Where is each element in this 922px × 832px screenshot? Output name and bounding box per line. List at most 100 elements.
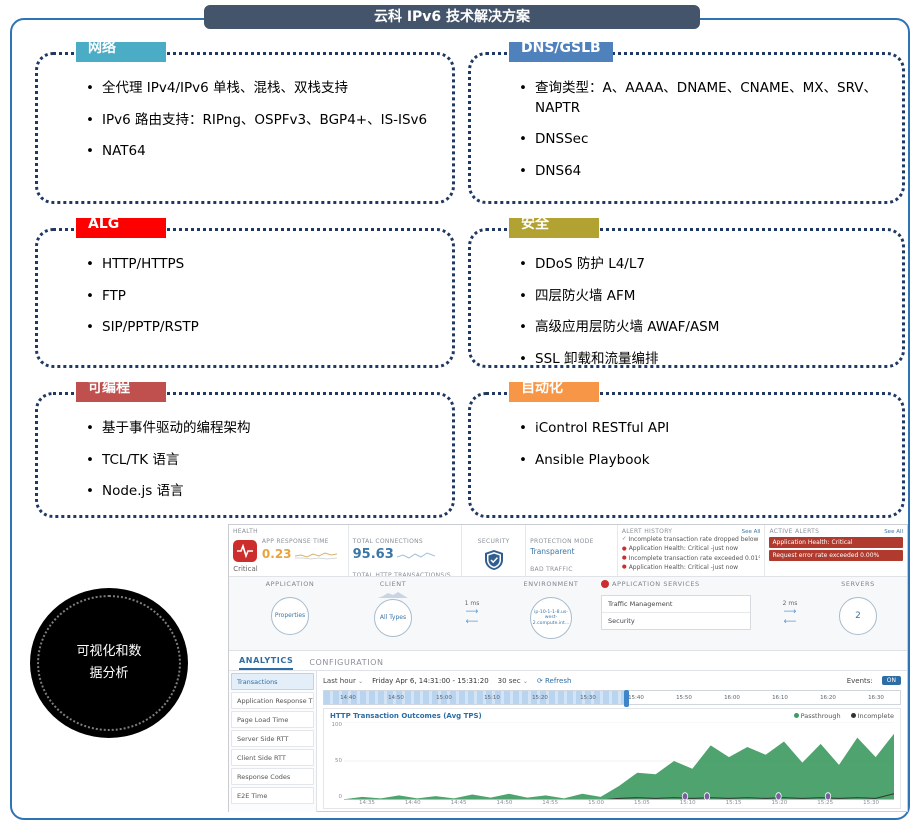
feature-item: 四层防火墙 AFM (519, 287, 882, 307)
tps-area-chart[interactable] (344, 722, 894, 800)
feature-box-dns-gslb: DNS/GSLB 查询类型：A、AAAA、DNAME、CNAME、MX、SRV、… (468, 42, 905, 204)
legend-passthrough[interactable]: Passthrough (793, 712, 841, 720)
time-range-select[interactable]: Last hour ⌄ (323, 676, 364, 685)
feature-box-alg-tab: ALG (76, 218, 166, 238)
alert-history-text: Application Health: Critical -just now (628, 563, 739, 571)
x-tick: 15:15 (725, 800, 742, 806)
topology-services: APPLICATION SERVICES Traffic Management … (601, 580, 761, 647)
timeline-handle[interactable] (623, 690, 629, 707)
slide-title: 云科 IPv6 技术解决方案 (204, 5, 700, 29)
feature-box-automation: 自动化 iControl RESTful API Ansible Playboo… (468, 382, 905, 518)
sidebar-item-server-side-rtt[interactable]: Server Side RTT (231, 730, 314, 747)
feature-item: Ansible Playbook (519, 451, 882, 471)
client-label: CLIENT (379, 580, 407, 588)
sidebar-item-transactions[interactable]: Transactions (231, 673, 314, 690)
tab-configuration[interactable]: CONFIGURATION (309, 658, 384, 667)
timeline-tick: 16:10 (772, 695, 788, 701)
events-toggle[interactable]: ON (881, 676, 901, 685)
sidebar-item-e2e-time[interactable]: E2E Time (231, 787, 314, 804)
arrow-right-icon: ⟶ (465, 607, 479, 617)
servers-label: SERVERS (841, 580, 875, 588)
analytics-body: Transactions Application Response Time P… (229, 671, 907, 812)
services-panel: Traffic Management Security (601, 595, 751, 630)
feature-item: SSL 卸载和流量编排 (519, 350, 882, 370)
feature-item: DNSSec (519, 130, 882, 150)
feature-box-label: 网络 (88, 42, 116, 56)
health-block: HEALTH Critical (233, 528, 258, 573)
feature-box-programmable-tab: 可编程 (76, 382, 166, 402)
timeline-tick: 14:50 (388, 695, 404, 701)
dashboard-tabs: ANALYTICS CONFIGURATION (229, 651, 907, 671)
timeline-tick: 15:50 (676, 695, 692, 701)
dot-icon: ● (621, 564, 627, 571)
analytics-controls: Last hour ⌄ Friday Apr 6, 14:31:00 - 15:… (323, 673, 901, 688)
legend-incomplete[interactable]: Incomplete (850, 712, 894, 720)
tps-chart-panel: HTTP Transaction Outcomes (Avg TPS) Pass… (323, 708, 901, 809)
timeline-tick: 16:30 (868, 695, 884, 701)
x-tick: 15:00 (588, 800, 604, 806)
topology-environment: ENVIRONMENT ip-10-1-1-8.us-west-2.comput… (501, 580, 601, 647)
feature-box-label: ALG (88, 218, 120, 232)
topology-client: CLIENT All Types (343, 580, 443, 647)
alert-history-see-all-link[interactable]: See All (741, 528, 761, 535)
feature-list: DDoS 防护 L4/L7 四层防火墙 AFM 高级应用层防火墙 AWAF/AS… (471, 255, 902, 369)
feature-item: SIP/PPTP/RSTP (86, 318, 432, 338)
sidebar-item-client-side-rtt[interactable]: Client Side RTT (231, 749, 314, 766)
connections-section: TOTAL CONNECTIONS 95.63 TOTAL HTTP TRANS… (349, 525, 463, 576)
active-alert-banner: Request error rate exceeded 0.00% (769, 550, 904, 561)
shield-icon (466, 549, 521, 575)
alert-history-item: ● Application Health: Critical -just now (622, 563, 761, 572)
health-pulse-icon (233, 540, 258, 562)
feature-list: 基于事件驱动的编程架构 TCL/TK 语言 Node.js 语言 (38, 419, 452, 502)
service-row-traffic-management[interactable]: Traffic Management (608, 600, 673, 608)
y-tick: 0 (338, 794, 343, 800)
x-tick: 15:10 (679, 800, 696, 806)
timeline-tick: 14:40 (340, 695, 356, 701)
protection-section: PROTECTION MODE Transparent BAD TRAFFIC … (526, 525, 618, 576)
analytics-dashboard: HEALTH Critical APP RESPONSE TIME 0.23 T… (228, 524, 908, 812)
sidebar-item-page-load-time[interactable]: Page Load Time (231, 711, 314, 728)
tab-analytics[interactable]: ANALYTICS (239, 656, 294, 670)
y-tick: 50 (335, 758, 342, 764)
feature-box-label: 可编程 (88, 382, 130, 396)
application-node[interactable]: Properties (271, 597, 309, 635)
services-server-latency: 2 ms ⟶ ⟵ (761, 580, 819, 647)
timeline-tick: 15:40 (628, 695, 644, 701)
client-env-latency: 1 ms ⟶ ⟵ (443, 580, 501, 647)
chevron-down-icon: ⌄ (358, 677, 364, 685)
interval-select[interactable]: 30 sec ⌄ (497, 676, 528, 685)
latency-value: 2 ms (782, 600, 798, 607)
active-alerts-see-all-link[interactable]: See All (884, 528, 904, 535)
feature-box-alg: ALG HTTP/HTTPS FTP SIP/PPTP/RSTP (35, 218, 455, 368)
sidebar-item-response-codes[interactable]: Response Codes (231, 768, 314, 785)
chart-legend: Passthrough Incomplete (793, 712, 894, 720)
dot-icon: ● (621, 554, 627, 561)
timeline-tick: 15:20 (532, 695, 548, 701)
x-tick: 14:40 (404, 800, 421, 806)
metrics-row: HEALTH Critical APP RESPONSE TIME 0.23 T… (229, 525, 907, 577)
x-tick: 15:30 (863, 800, 879, 806)
feature-item: iControl RESTful API (519, 419, 882, 439)
environment-node[interactable]: ip-10-1-1-8.us-west-2.compute.int... (530, 597, 572, 639)
feature-box-network: 网络 全代理 IPv4/IPv6 单栈、混栈、双栈支持 IPv6 路由支持：RI… (35, 42, 455, 204)
feature-item: FTP (86, 287, 432, 307)
refresh-button[interactable]: ⟳ Refresh (536, 676, 572, 685)
feature-list: 全代理 IPv4/IPv6 单栈、混栈、双栈支持 IPv6 路由支持：RIPng… (38, 79, 452, 162)
alert-history-label: ALERT HISTORY (621, 528, 673, 535)
chart-y-axis: 100 50 0 (330, 722, 344, 800)
timeline-bar[interactable]: 14:40 14:50 15:00 15:10 15:20 15:30 15:4… (323, 690, 901, 707)
visualization-callout: 可视化和数 据分析 (30, 588, 188, 738)
feature-box-label: DNS/GSLB (521, 42, 601, 56)
feature-item: HTTP/HTTPS (86, 255, 432, 275)
feature-box-automation-tab: 自动化 (509, 382, 599, 402)
sidebar-item-app-response-time[interactable]: Application Response Time (231, 692, 314, 709)
alert-history-text: Incomplete transaction rate dropped belo… (628, 536, 760, 543)
service-row-security[interactable]: Security (602, 612, 750, 629)
servers-node[interactable]: 2 (839, 597, 877, 635)
timeline-ticks: 14:40 14:50 15:00 15:10 15:20 15:30 15:4… (324, 691, 900, 704)
arrow-right-icon: ⟶ (783, 607, 797, 617)
protection-mode-value: Transparent (530, 547, 575, 556)
timeline-tick: 16:20 (820, 695, 836, 701)
client-node[interactable]: All Types (374, 599, 412, 637)
feature-item: 查询类型：A、AAAA、DNAME、CNAME、MX、SRV、NAPTR (519, 79, 882, 118)
